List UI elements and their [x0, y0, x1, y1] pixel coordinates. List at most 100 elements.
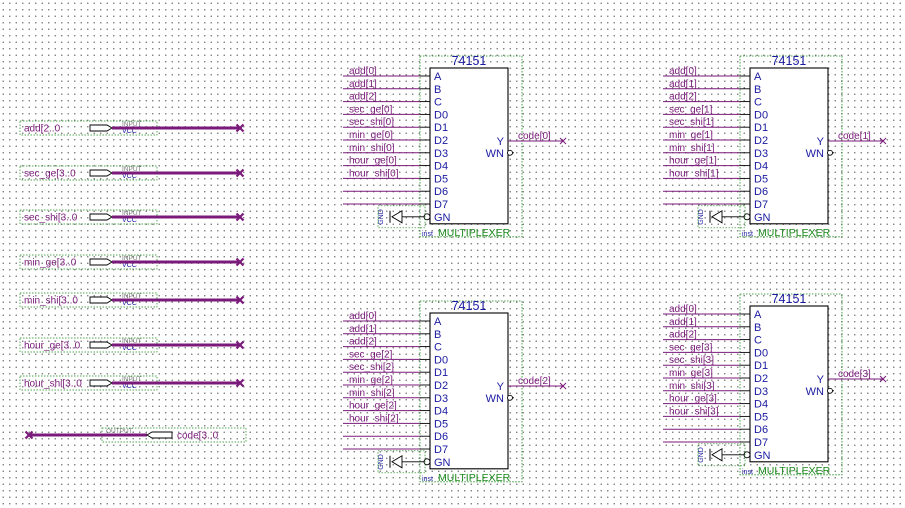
- signal-label: add[2]: [349, 337, 377, 348]
- input-pin-name: hour_ge[3..0: [24, 341, 81, 352]
- x-stroke: [235, 123, 245, 133]
- signal-label: min_ge[0]: [349, 130, 393, 141]
- input-pin-arrow-icon: [89, 258, 113, 266]
- chip-part-number: 74151: [772, 292, 807, 306]
- chip-frame: [739, 55, 843, 238]
- signal-label: sec_ge[2]: [349, 349, 393, 360]
- output-signal-label: code[2]: [518, 376, 551, 387]
- pin-label: D1: [754, 360, 768, 372]
- mux-74151-chip[interactable]: 74151ABCD0D1D2D3D4D5D6D7GNadd[0]add[1]ad…: [663, 54, 887, 239]
- pin-label: D3: [754, 386, 768, 398]
- pin-label: D2: [754, 135, 768, 147]
- pin-label: Y: [817, 374, 825, 386]
- input-pin-vcc: VCC: [122, 217, 137, 224]
- gnd-label: GND: [378, 209, 385, 225]
- output-signal-label: code[3]: [838, 369, 871, 380]
- pin-label: D2: [754, 373, 768, 385]
- chip-body: [429, 67, 509, 225]
- output-pin-arrow-icon: [146, 431, 173, 439]
- pin-label: C: [434, 97, 442, 109]
- mux-74151-chip[interactable]: 74151ABCD0D1D2D3D4D5D6D7GNadd[0]add[1]ad…: [663, 292, 887, 477]
- input-pin-type: INPUT: [122, 376, 142, 383]
- signal-label: hour_shi[0]: [349, 168, 399, 179]
- pin-label: D5: [434, 418, 448, 430]
- signal-label: add[2]: [349, 92, 377, 103]
- signal-label: min_ge[2]: [349, 375, 393, 386]
- input-pin-vcc: VCC: [122, 262, 137, 269]
- bus-end-x-icon: [235, 123, 245, 133]
- pin-label: D3: [434, 393, 448, 405]
- input-pin-type: INPUT: [122, 166, 142, 173]
- signal-label: add[0]: [669, 304, 697, 315]
- chip-frame: [419, 55, 523, 238]
- pin-label: WN: [486, 393, 504, 405]
- pin-label: WN: [486, 148, 504, 160]
- gnd-frame: [377, 205, 426, 229]
- input-pin-type: INPUT: [122, 338, 142, 345]
- signal-label: add[0]: [669, 66, 697, 77]
- invert-bubble-icon: [743, 451, 751, 459]
- input-pin-name: sec_shi[3..0: [24, 213, 78, 224]
- gnd-frame: [697, 443, 746, 467]
- gnd-frame: [697, 205, 746, 229]
- instance-label: inst: [742, 469, 753, 476]
- pin-label: D7: [434, 444, 448, 456]
- invert-bubble-icon: [423, 213, 431, 221]
- instance-label: inst: [742, 231, 753, 238]
- pin-label: D1: [434, 367, 448, 379]
- pin-label: D0: [434, 109, 448, 121]
- pin-label: Y: [817, 136, 825, 148]
- x-stroke: [235, 168, 245, 178]
- chip-body: [749, 305, 829, 463]
- gnd-label: GND: [378, 454, 385, 470]
- input-pin-arrow-icon: [89, 341, 113, 349]
- input-pin-vcc: VCC: [122, 300, 137, 307]
- signal-label: add[1]: [349, 79, 377, 90]
- signal-label: sec_shi[0]: [349, 117, 394, 128]
- pin-label: D6: [754, 424, 768, 436]
- pin-label: B: [434, 329, 441, 341]
- signal-label: hour_shi[3]: [669, 406, 719, 417]
- bus-end-x-icon: [235, 168, 245, 178]
- x-stroke: [235, 340, 245, 350]
- pin-label: WN: [806, 148, 824, 160]
- input-pin-arrow-icon: [89, 213, 113, 221]
- gnd-label: GND: [698, 447, 705, 463]
- pin-label: D0: [754, 109, 768, 121]
- invert-bubble-icon: [507, 149, 513, 156]
- mux-74151-chip[interactable]: 74151ABCD0D1D2D3D4D5D6D7GNadd[0]add[1]ad…: [343, 299, 567, 484]
- signal-label: hour_ge[1]: [669, 156, 717, 167]
- pin-label: B: [434, 84, 441, 96]
- signal-label: min_ge[1]: [669, 130, 713, 141]
- signal-label: hour_ge[3]: [669, 394, 717, 405]
- pin-label: D1: [434, 122, 448, 134]
- input-pin-vcc: VCC: [122, 173, 137, 180]
- invert-bubble-icon: [423, 458, 431, 466]
- pin-label: D1: [754, 122, 768, 134]
- chip-frame: [739, 293, 843, 476]
- input-pin-type: INPUT: [122, 255, 142, 262]
- mux-74151-chip[interactable]: 74151ABCD0D1D2D3D4D5D6D7GNadd[0]add[1]ad…: [343, 54, 567, 239]
- input-pin-type: INPUT: [122, 121, 142, 128]
- pin-label: D7: [754, 199, 768, 211]
- pin-label: D0: [754, 347, 768, 359]
- x-stroke: [235, 257, 245, 267]
- signal-label: add[0]: [349, 311, 377, 322]
- signal-label: min_shi[3]: [669, 381, 715, 392]
- chip-body: [749, 67, 829, 225]
- signal-label: min_shi[0]: [349, 143, 395, 154]
- signal-label: sec_shi[2]: [349, 362, 394, 373]
- output-signal-label: code[0]: [518, 131, 551, 142]
- bus-end-x-icon: [235, 295, 245, 305]
- chip-part-number: 74151: [452, 54, 487, 68]
- pin-label: D5: [754, 411, 768, 423]
- signal-label: sec_shi[1]: [669, 117, 714, 128]
